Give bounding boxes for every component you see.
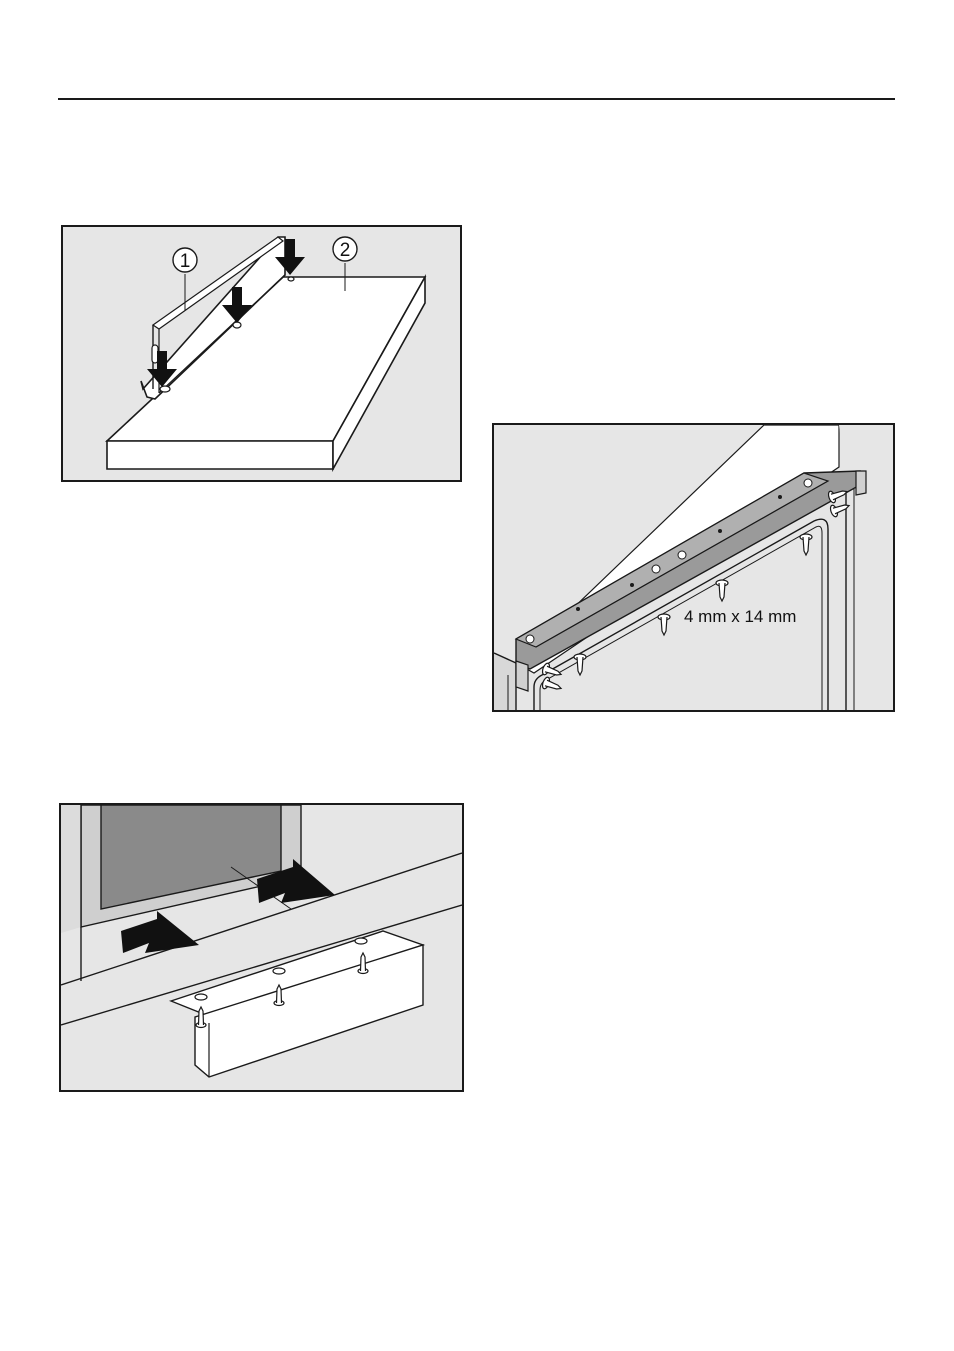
cabinet-side (494, 653, 516, 710)
top-rail-illustration: 4 mm x 14 mm (492, 423, 895, 712)
callout-2-label: 2 (340, 240, 351, 261)
push-arrow-icon (121, 911, 199, 953)
screw-size-label: 4 mm x 14 mm (684, 607, 796, 626)
callout-1-label: 1 (180, 251, 191, 272)
shelf-bracket-illustration: 1 2 (61, 225, 462, 482)
appliance-front (61, 805, 301, 933)
header-rule (58, 98, 895, 100)
plinth-bracket-illustration (59, 803, 464, 1092)
